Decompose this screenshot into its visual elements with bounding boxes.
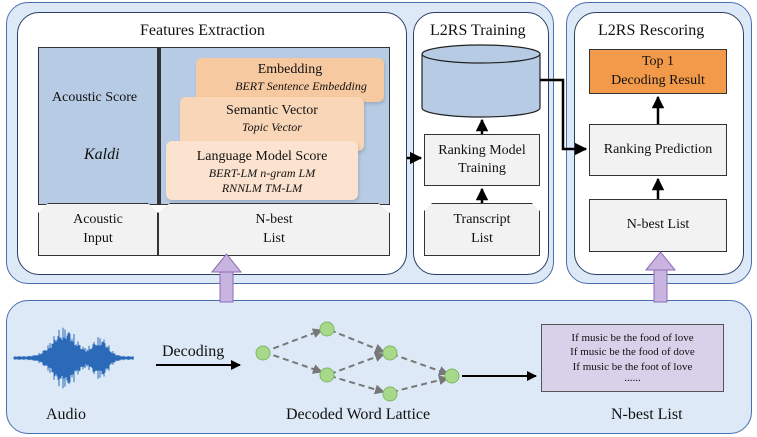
transcript-line2: List: [471, 230, 493, 246]
lm-sub2: RNNLM TM-LM: [221, 180, 303, 195]
word-lattice: [263, 328, 449, 395]
hypothesis-3: If music be the foot of love: [572, 360, 693, 373]
lm-title: Language Model Score: [196, 149, 328, 164]
acoustic-score-label: Acoustic Score: [52, 90, 138, 105]
acoustic-input-box: Acoustic Input: [38, 203, 158, 256]
acoustic-column: [38, 47, 158, 205]
lattice-label: Decoded Word Lattice: [286, 406, 431, 423]
hypothesis-4: ......: [624, 371, 641, 384]
decoding-label: Decoding: [162, 343, 225, 360]
nbest-line1: N-best: [255, 212, 293, 228]
training-title: L2RS Training: [430, 22, 526, 39]
embedding-title: Embedding: [257, 62, 323, 77]
nbest-line2: List: [263, 230, 285, 246]
prediction-label: Ranking Prediction: [603, 141, 713, 157]
training-line1: Ranking Model: [438, 142, 526, 158]
rescoring-title: L2RS Rescoring: [598, 22, 705, 39]
semantic-sub: Topic Vector: [242, 119, 302, 134]
ranking-model-cylinder: [421, 44, 541, 118]
transcript-line1: Transcript: [453, 212, 511, 228]
hypothesis-1: If music be the food of love: [571, 332, 694, 344]
ranking-prediction-box: Ranking Prediction: [589, 124, 727, 176]
ranking-model-training-box: Ranking Model Training: [424, 134, 540, 186]
lm-sub1: BERT-LM n-gram LM: [208, 165, 316, 180]
acoustic-input-line2: Input: [83, 230, 113, 246]
rescoring-nbest-label: N-best List: [626, 217, 690, 233]
top1-result-box: Top 1 Decoding Result: [589, 49, 727, 94]
language-model-card: Language Model Score BERT-LM n-gram LM R…: [166, 141, 358, 200]
features-extraction-title: Features Extraction: [140, 22, 265, 39]
audio-waveform-icon: [13, 327, 134, 389]
embedding-card: Embedding BERT Sentence Embedding: [196, 58, 384, 102]
lattice-nodes: [255, 321, 460, 402]
up-arrow-rescoring: [644, 251, 677, 303]
top1-line2: Decoding Result: [611, 72, 705, 88]
audio-label: Audio: [46, 406, 86, 423]
semantic-title: Semantic Vector: [226, 103, 318, 118]
nbest-list-label: N-best List: [611, 406, 683, 423]
nbest-list-box: N-best List: [158, 203, 390, 256]
up-arrow-features: [210, 253, 243, 303]
kaldi-label: Kaldi: [84, 146, 120, 163]
model-to-prediction-arrow: [540, 78, 588, 156]
training-line2: Training: [458, 161, 506, 176]
embedding-sub: BERT Sentence Embedding: [235, 78, 367, 93]
rescoring-nbest-box: N-best List: [589, 199, 727, 252]
acoustic-input-line1: Acoustic: [73, 212, 123, 228]
hypotheses-box: If music be the food of love If music be…: [541, 324, 724, 392]
hypothesis-2: If music be the food of dove: [570, 346, 695, 359]
top1-line1: Top 1: [641, 54, 675, 70]
transcript-list-box: Transcript List: [424, 203, 540, 256]
